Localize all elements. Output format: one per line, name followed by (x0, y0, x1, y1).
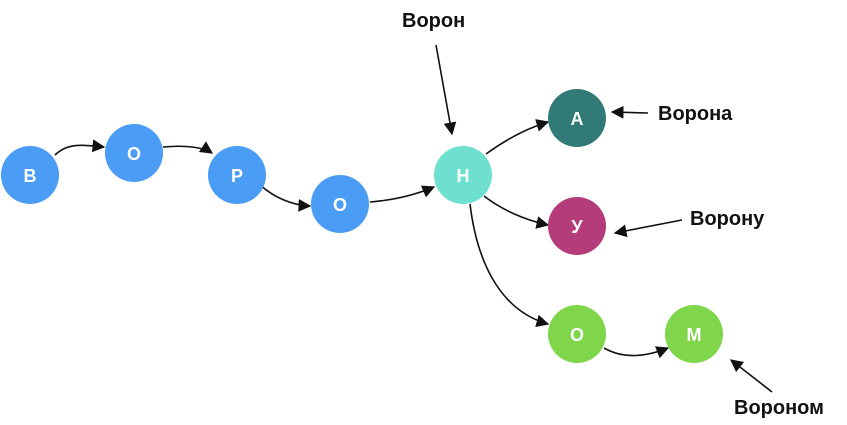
node-r-circle (208, 146, 266, 204)
node-o3: О (548, 305, 606, 363)
node-r: Р (208, 146, 266, 204)
edges (54, 119, 670, 359)
edge-o2-n (369, 185, 436, 203)
node-m-letter: М (687, 325, 702, 345)
pointer-voron (435, 44, 457, 136)
label-voronu: Ворону (690, 208, 765, 230)
label-vorona: Ворона (658, 103, 733, 125)
edge-o1-r (162, 141, 214, 154)
label-voron: Ворон (402, 10, 465, 32)
node-o3-letter: О (570, 325, 584, 345)
pointer-vorona (610, 105, 649, 119)
label-pointers (435, 44, 773, 393)
node-o2-letter: О (333, 195, 347, 215)
node-o1: О (105, 124, 163, 182)
pointer-voronu (613, 219, 683, 238)
node-v-circle (1, 146, 59, 204)
node-o1-letter: О (127, 144, 141, 164)
nodes: В О Р О Н А У О (1, 89, 723, 363)
node-m-circle (665, 305, 723, 363)
edge-v-o1 (54, 139, 106, 156)
node-o3-circle (548, 305, 606, 363)
node-a: А (548, 89, 606, 147)
edge-r-o2 (259, 184, 312, 212)
node-m: М (665, 305, 723, 363)
edge-n-u (483, 195, 550, 229)
node-u-letter: У (571, 217, 583, 237)
node-v: В (1, 146, 59, 204)
word-labels: Ворон Ворона Ворону Вороном (402, 10, 824, 419)
node-n: Н (434, 146, 492, 204)
edge-n-o3 (469, 203, 550, 328)
node-u: У (548, 197, 606, 255)
edge-o3-m (603, 346, 670, 359)
node-a-circle (548, 89, 606, 147)
node-v-letter: В (24, 166, 37, 186)
node-o2: О (311, 175, 369, 233)
node-o1-circle (105, 124, 163, 182)
edge-n-a (485, 119, 550, 155)
label-voronom: Вороном (734, 397, 824, 419)
node-n-circle (434, 146, 492, 204)
node-o2-circle (311, 175, 369, 233)
node-r-letter: Р (231, 166, 243, 186)
node-u-circle (548, 197, 606, 255)
node-n-letter: Н (457, 166, 470, 186)
node-a-letter: А (571, 109, 584, 129)
pointer-voronom (729, 359, 773, 393)
